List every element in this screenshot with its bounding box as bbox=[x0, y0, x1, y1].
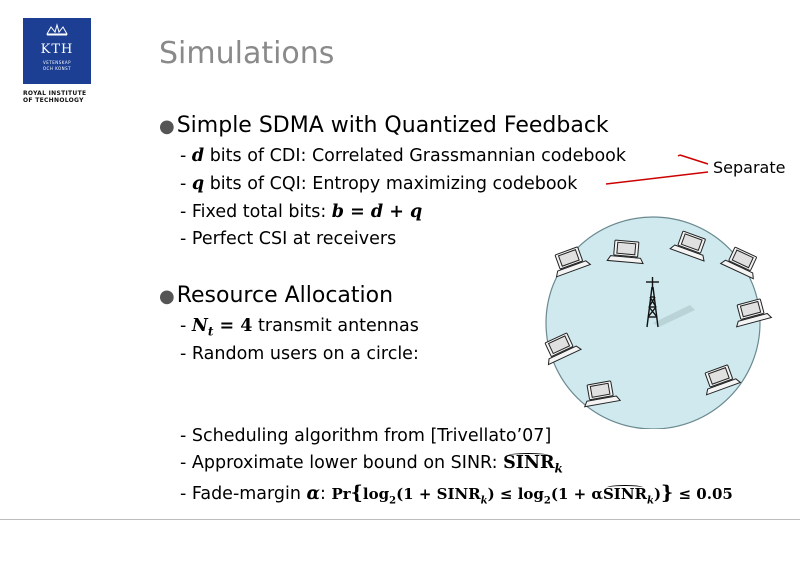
sub-item-cqi: - q bits of CQI: Entropy maximizing code… bbox=[180, 174, 578, 194]
sub-item-total-bits: - Fixed total bits: b = d + q bbox=[180, 202, 423, 222]
base-station-tower-icon bbox=[646, 277, 659, 328]
arrow-line-cqi bbox=[605, 171, 709, 185]
sub-item-cdi: - d bits of CDI: Correlated Grassmannian… bbox=[180, 146, 627, 166]
slide-title: Simulations bbox=[159, 36, 335, 71]
laptop-icon bbox=[704, 364, 742, 396]
sub-item-random-users: - Random users on a circle: bbox=[180, 344, 419, 364]
arrow-line-cdi bbox=[679, 154, 709, 165]
logo-sub-1: VETENSKAP bbox=[43, 60, 71, 65]
section-2-heading: Resource Allocation bbox=[176, 283, 394, 308]
bullet-section-1: ●Simple SDMA with Quantized Feedback bbox=[159, 113, 609, 138]
sub-item-antennas: - Nt = 4 transmit antennas bbox=[180, 316, 419, 339]
logo-sub-2: OCH KONST bbox=[42, 66, 72, 71]
laptop-icon bbox=[606, 239, 644, 265]
bullet-dot-icon: ● bbox=[159, 286, 175, 307]
institute-line-2: OF TECHNOLOGY bbox=[23, 97, 84, 104]
logo-name: KTH bbox=[40, 42, 74, 57]
laptop-icon bbox=[544, 332, 583, 366]
kth-logo: KTH VETENSKAP OCH KONST bbox=[23, 18, 91, 84]
laptop-icon bbox=[554, 246, 592, 278]
separate-label: Separate bbox=[713, 158, 786, 177]
section-1-heading: Simple SDMA with Quantized Feedback bbox=[176, 113, 609, 138]
laptop-icon bbox=[719, 246, 757, 280]
sub-item-fade-margin: - Fade-margin α: Pr{log2(1 + SINRk) ≤ lo… bbox=[180, 482, 733, 507]
bullet-section-2: ●Resource Allocation bbox=[159, 283, 393, 308]
institute-line-1: ROYAL INSTITUTE bbox=[23, 90, 87, 97]
bullet-dot-icon: ● bbox=[159, 116, 175, 137]
users-circle-diagram bbox=[544, 216, 773, 429]
laptop-icon bbox=[583, 380, 622, 408]
laptop-icon bbox=[735, 298, 773, 328]
sub-item-scheduling: - Scheduling algorithm from [Trivellato’… bbox=[180, 426, 552, 446]
sub-item-perfect-csi: - Perfect CSI at receivers bbox=[180, 229, 397, 249]
laptop-icon bbox=[669, 230, 706, 262]
sub-item-lower-bound: - Approximate lower bound on SINR: SINRk bbox=[180, 453, 563, 476]
crown-icon bbox=[46, 23, 68, 36]
footer-divider bbox=[0, 519, 800, 520]
